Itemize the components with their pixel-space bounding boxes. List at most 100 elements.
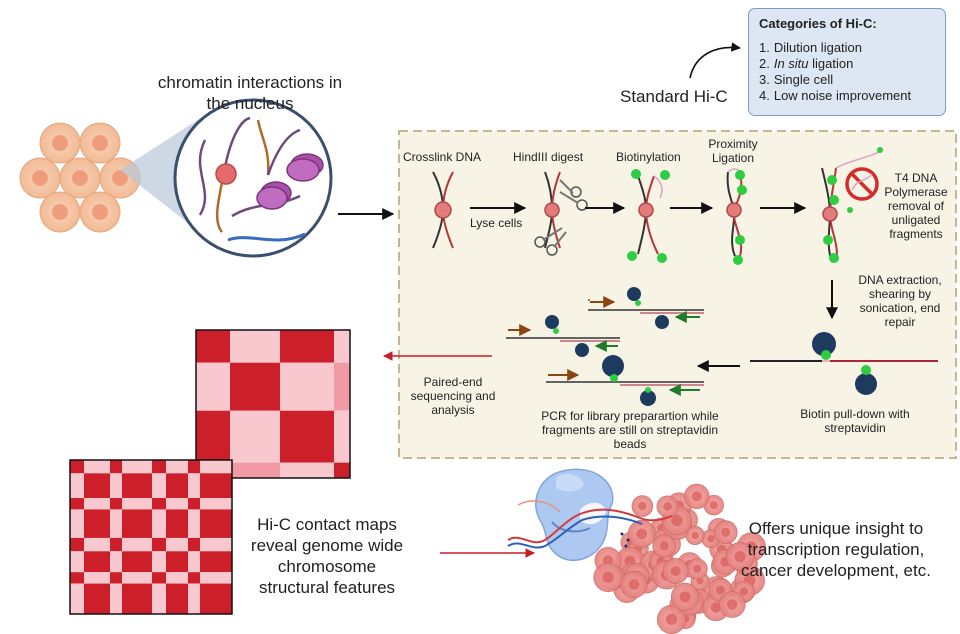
tumor-cell-nucleus bbox=[638, 501, 647, 511]
tumor-cell-nucleus bbox=[721, 527, 731, 537]
contact-map-cell bbox=[200, 509, 232, 538]
contact-map-cell bbox=[122, 537, 152, 552]
contact-map-cell bbox=[110, 537, 122, 552]
tumor-cell-nucleus bbox=[726, 599, 738, 610]
step-sequencing-label: Paired-end sequencing and analysis bbox=[410, 375, 496, 417]
contact-map-cell bbox=[230, 410, 280, 463]
contact-map-cell bbox=[122, 460, 152, 474]
polymerase-icon bbox=[507, 468, 673, 562]
tumor-cell-nucleus bbox=[679, 591, 691, 603]
contact-map-cell bbox=[152, 509, 166, 538]
contact-map-cell bbox=[122, 498, 152, 510]
nucleus-zoom bbox=[173, 98, 333, 258]
contact-map-cell bbox=[166, 583, 188, 614]
contact-map-cell bbox=[152, 473, 166, 499]
category-item: 2.In situ ligation bbox=[759, 56, 854, 71]
cell-cluster bbox=[19, 122, 141, 233]
pulldown-fragment bbox=[750, 332, 938, 395]
tumor-cell-nucleus bbox=[691, 491, 702, 502]
contact-map-front bbox=[69, 459, 233, 615]
proximity-chromosome bbox=[726, 168, 747, 265]
contact-map-cell bbox=[200, 473, 232, 499]
contact-map-cell bbox=[152, 498, 166, 510]
standard-hic-arrow bbox=[689, 42, 741, 79]
contact-map-cell bbox=[122, 551, 152, 573]
tumor-cell-nucleus bbox=[709, 501, 718, 510]
tumor-cell-nucleus bbox=[739, 587, 749, 596]
tumor-cell-nucleus bbox=[659, 541, 669, 551]
contact-maps-caption: Hi-C contact maps reveal genome wide chr… bbox=[250, 515, 404, 597]
contact-map-cell bbox=[70, 572, 84, 584]
contact-map-cell bbox=[230, 362, 280, 411]
contact-map-cell bbox=[166, 551, 188, 573]
contact-map-cell bbox=[110, 583, 122, 614]
pcr-fragments bbox=[506, 287, 704, 406]
contact-map-cell bbox=[152, 460, 166, 474]
contact-map-cell bbox=[280, 462, 334, 478]
step-lyse-label: Lyse cells bbox=[470, 216, 523, 230]
category-item: 4.Low noise improvement bbox=[759, 88, 912, 103]
step-crosslink-label: Crosslink DNA bbox=[403, 150, 482, 164]
contact-map-cell bbox=[152, 551, 166, 573]
contact-map-cell bbox=[84, 509, 110, 538]
standard-hic-label: Standard Hi-C bbox=[620, 87, 728, 106]
contact-map-cell bbox=[84, 572, 110, 584]
contact-map-cell bbox=[188, 572, 200, 584]
contact-map-cell bbox=[166, 509, 188, 538]
prohibited-icon bbox=[845, 167, 879, 201]
tumor-cell-nucleus bbox=[691, 531, 699, 540]
categories-box: Categories of Hi-C: 1.Dilution ligation … bbox=[748, 8, 946, 116]
contact-map-cell bbox=[188, 498, 200, 510]
contact-map-cell bbox=[122, 583, 152, 614]
contact-map-cell bbox=[200, 537, 232, 552]
nucleus-caption: chromatin interactions in the nucleus bbox=[157, 73, 343, 113]
contact-map-cell bbox=[188, 509, 200, 538]
contact-map-cell bbox=[122, 572, 152, 584]
contact-map-cell bbox=[84, 537, 110, 552]
contact-map-cell bbox=[196, 330, 230, 363]
contact-map-cell bbox=[152, 583, 166, 614]
tumor-cell-nucleus bbox=[665, 613, 678, 626]
contact-map-back bbox=[195, 329, 351, 479]
contact-map-cell bbox=[280, 410, 334, 463]
contact-map-cell bbox=[280, 330, 334, 363]
contact-map-cell bbox=[122, 473, 152, 499]
contact-map-cell bbox=[166, 473, 188, 499]
step-extraction-label: DNA extraction, shearing by sonication, … bbox=[858, 273, 942, 329]
contact-map-border bbox=[195, 329, 351, 479]
contact-map-cell bbox=[334, 362, 350, 411]
contact-map-cell bbox=[84, 460, 110, 474]
biotinylation-chromosome bbox=[627, 169, 670, 263]
tumor-cell-nucleus bbox=[636, 528, 648, 540]
insight-caption: Offers unique insight to transcription r… bbox=[741, 519, 931, 580]
contact-map-cell bbox=[70, 473, 84, 499]
contact-map-cell bbox=[200, 498, 232, 510]
category-item: 3.Single cell bbox=[759, 72, 834, 87]
contact-map-cell bbox=[334, 462, 350, 478]
contact-map-cell bbox=[196, 362, 230, 411]
contact-map-cell bbox=[200, 583, 232, 614]
contact-map-cell bbox=[152, 537, 166, 552]
step-pulldown-label: Biotin pull-down with streptavidin bbox=[800, 407, 910, 435]
contact-map-cell bbox=[84, 583, 110, 614]
tumor-cell-nucleus bbox=[670, 566, 681, 577]
contact-map-cell bbox=[110, 509, 122, 538]
contact-map-cell bbox=[230, 462, 280, 478]
contact-map-cell bbox=[188, 473, 200, 499]
contact-map-cell bbox=[166, 572, 188, 584]
tumor-cell-nucleus bbox=[671, 514, 683, 527]
tumor-cell-nucleus bbox=[628, 579, 640, 590]
contact-map-cell bbox=[152, 572, 166, 584]
t4-chromosome bbox=[821, 147, 883, 263]
contact-map-cell bbox=[200, 572, 232, 584]
contact-map-cell bbox=[188, 551, 200, 573]
contact-map-cell bbox=[70, 583, 84, 614]
contact-map-cell bbox=[166, 498, 188, 510]
contact-map-cell bbox=[70, 537, 84, 552]
contact-map-cell bbox=[166, 537, 188, 552]
tumor-cell-nucleus bbox=[693, 564, 702, 573]
contact-map-cell bbox=[188, 583, 200, 614]
contact-map-cell bbox=[70, 498, 84, 510]
contact-map-cell bbox=[84, 473, 110, 499]
